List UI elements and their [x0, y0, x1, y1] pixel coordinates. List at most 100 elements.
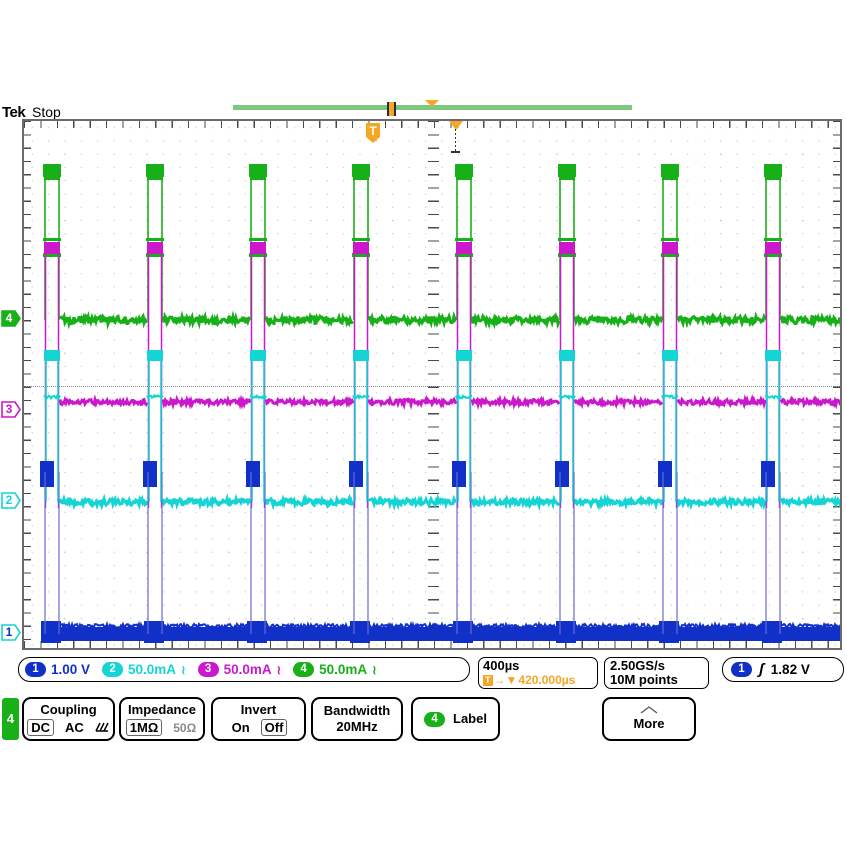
zoom-position-handle[interactable] [387, 102, 396, 116]
reference-point-marker-icon[interactable] [425, 100, 439, 107]
channel-3-coupling-icon: ≀ [276, 662, 282, 677]
channel-marker-1[interactable]: 1 [1, 624, 21, 641]
channel-1-badge: 1 [25, 662, 46, 677]
trace-block [455, 253, 473, 257]
readout-channel-1[interactable]: 1 1.00 V [19, 662, 96, 677]
impedance-button[interactable]: Impedance 1MΩ 50Ω [119, 697, 205, 741]
trace-segment [367, 394, 458, 411]
trace-block [250, 350, 266, 361]
trace-block [266, 627, 353, 641]
readout-channel-3[interactable]: 3 50.0mA ≀ [192, 662, 288, 677]
trace-segment [471, 620, 560, 631]
trace-block [765, 350, 781, 361]
timebase-scale: 400µs [483, 658, 520, 673]
coupling-button[interactable]: Coupling DC AC [22, 697, 115, 741]
trace-block [762, 621, 782, 643]
trace-block [662, 350, 678, 361]
trace-segment [58, 493, 149, 511]
bandwidth-button[interactable]: Bandwidth 20MHz [311, 697, 403, 741]
trigger-delay-value: 420.000µs [518, 673, 576, 687]
trace-block [146, 238, 164, 241]
trace-block [250, 242, 266, 254]
trace-segment [43, 393, 61, 401]
trace-block [147, 176, 163, 180]
trace-block [353, 350, 369, 361]
trace-segment [676, 494, 767, 511]
invert-option-off[interactable]: Off [260, 719, 288, 736]
trace-segment [59, 620, 148, 632]
channel-3-badge: 3 [197, 662, 219, 677]
trace-block [765, 242, 781, 254]
trace-block [661, 238, 679, 241]
trace-block [456, 176, 472, 180]
trace-segment [677, 620, 766, 631]
bottom-edge-ticks [24, 641, 840, 648]
trace-block [781, 627, 840, 641]
trace-block [678, 627, 765, 641]
trace-segment [558, 394, 576, 401]
trace-segment [161, 394, 252, 411]
trace-block [472, 627, 559, 641]
waveform-traces [40, 164, 840, 643]
channel-marker-2[interactable]: 2 [1, 492, 21, 509]
readout-channel-2[interactable]: 2 50.0mA ≀ [96, 662, 192, 677]
trace-block [352, 238, 370, 241]
channel-marker-4[interactable]: 4 [1, 310, 21, 327]
trace-block [456, 242, 472, 254]
record-overview-bar[interactable] [233, 105, 632, 110]
trace-segment [470, 312, 561, 330]
trigger-position-marker-icon[interactable]: T [366, 123, 380, 143]
more-button[interactable]: More [602, 697, 696, 741]
trace-block [44, 242, 60, 254]
coupling-option-dc[interactable]: DC [27, 719, 54, 736]
label-channel-badge: 4 [424, 711, 446, 727]
trace-block [44, 350, 60, 361]
coupling-option-ac[interactable]: AC [65, 720, 84, 735]
channel-marker-1-label: 1 [5, 625, 13, 639]
trace-block [353, 242, 369, 254]
trace-block [146, 253, 164, 257]
trace-block [163, 627, 250, 641]
trace-block [558, 164, 576, 177]
trace-block [575, 627, 662, 641]
coupling-ground-icon[interactable] [95, 720, 110, 736]
trace-block [352, 253, 370, 257]
acquisition-readout[interactable]: 2.50GS/s 10M points [604, 657, 709, 689]
waveform-graticule[interactable]: T [22, 119, 842, 650]
trace-block [43, 238, 61, 241]
trace-segment [58, 394, 149, 408]
invert-option-on[interactable]: On [231, 720, 250, 735]
active-channel-tab[interactable]: 4 [2, 698, 19, 740]
trace-block [455, 238, 473, 241]
channel-marker-3[interactable]: 3 [1, 401, 21, 418]
timebase-readout[interactable]: 400µs T →▼ 420.000µs [478, 657, 598, 689]
trace-block [146, 164, 164, 177]
trace-segment [367, 311, 458, 329]
trace-block [559, 176, 575, 180]
expansion-point-line [455, 129, 456, 153]
trace-block [764, 164, 782, 177]
trace-block [249, 238, 267, 241]
channel-2-scale: 50.0mA [128, 662, 177, 677]
trace-block [662, 176, 678, 180]
trace-block [764, 253, 782, 257]
bandwidth-value: 20MHz [336, 719, 378, 734]
trace-segment [58, 310, 149, 330]
trace-segment [470, 393, 561, 411]
impedance-option-50ohm[interactable]: 50Ω [173, 720, 197, 735]
trace-segment [264, 311, 354, 329]
trigger-readout[interactable]: 1 ʃ 1.82 V [722, 657, 844, 682]
trace-segment [162, 621, 251, 631]
trace-block [558, 253, 576, 257]
readout-channel-4[interactable]: 4 50.0mA ≀ [287, 662, 383, 677]
trace-block [455, 164, 473, 177]
label-button[interactable]: 4 Label [411, 697, 500, 741]
trace-block [765, 176, 781, 180]
invert-button[interactable]: Invert On Off [211, 697, 306, 741]
trace-block [249, 164, 267, 177]
impedance-option-1meg[interactable]: 1MΩ [125, 719, 163, 736]
trace-block [559, 350, 575, 361]
trace-segment [368, 493, 457, 512]
trace-segment [249, 394, 267, 401]
